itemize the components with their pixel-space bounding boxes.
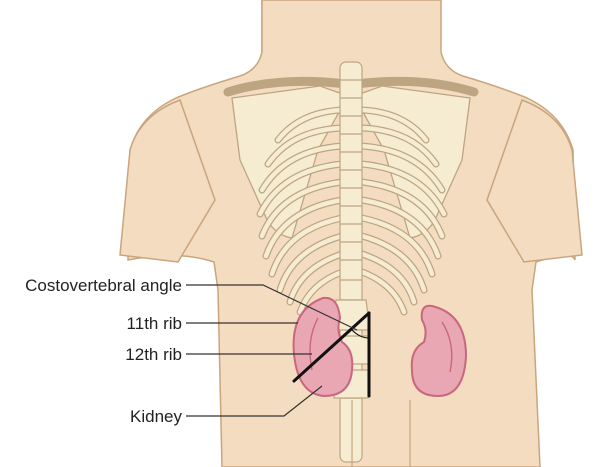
left-rib-fill [257,107,345,315]
right-rib-fill [359,107,447,315]
leader-kidney [186,385,323,417]
label-11th-rib: 11th rib [127,314,182,333]
leader-costovertebral-angle [186,284,358,331]
angle-arc [351,329,370,339]
label-costovertebral-angle: Costovertebral angle [25,276,182,295]
lower-back-contours [351,400,411,467]
label-12th-rib: 12th rib [125,345,182,364]
left-clavicle [223,76,351,97]
right-kidney [410,304,468,398]
right-clavicle [351,76,479,97]
right-arm [486,99,583,263]
left-arm [119,99,216,263]
costovertebral-angle-lines [292,311,371,398]
label-kidney: Kidney [130,407,182,426]
